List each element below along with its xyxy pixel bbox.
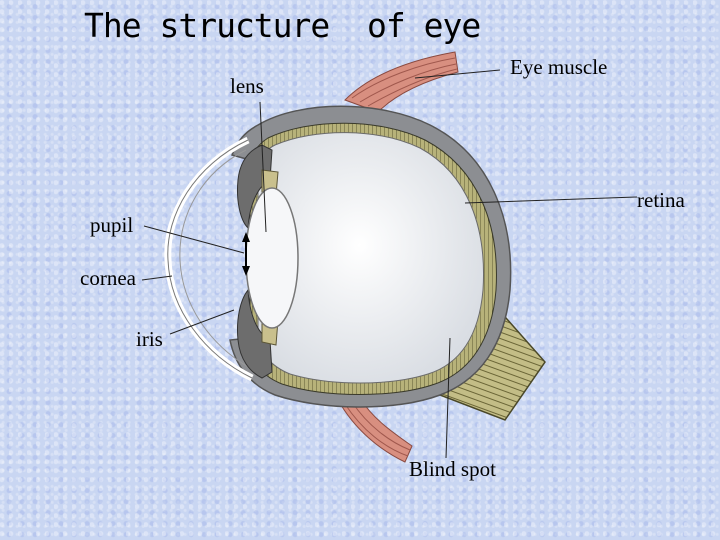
label-iris: iris	[136, 327, 163, 351]
leader-cornea	[141, 275, 173, 281]
diagram-title: The structure of eye	[84, 6, 481, 45]
leader-eye-muscle	[414, 69, 501, 79]
label-pupil: pupil	[90, 213, 134, 237]
iris-lower	[237, 288, 273, 379]
label-cornea: cornea	[80, 266, 136, 290]
label-retina: retina	[637, 188, 685, 212]
lower-eye-muscle	[337, 397, 413, 463]
upper-eye-muscle	[344, 51, 459, 113]
leader-lens	[259, 101, 267, 233]
leader-pupil	[143, 225, 245, 254]
label-eye-muscle: Eye muscle	[510, 55, 608, 79]
lens-shape	[245, 187, 299, 329]
leader-iris	[169, 309, 235, 335]
label-lens: lens	[230, 74, 264, 98]
label-blind-spot: Blind spot	[409, 457, 496, 481]
leader-retina	[464, 196, 638, 204]
leader-blind-spot	[445, 337, 451, 459]
